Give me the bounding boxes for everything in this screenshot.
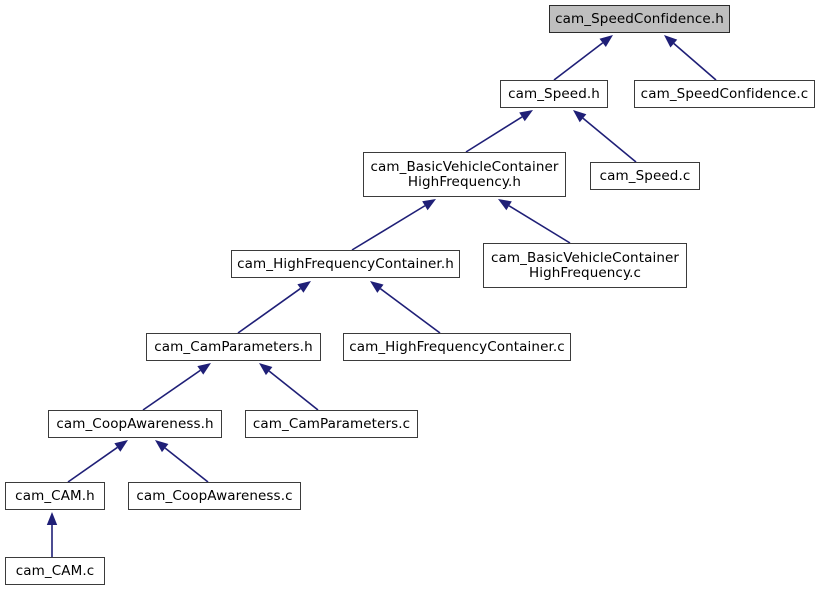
node-coopawareness_h[interactable]: cam_CoopAwareness.h	[48, 410, 222, 438]
arrowhead	[155, 440, 169, 453]
arrowhead	[259, 363, 273, 376]
dependency-edge	[351, 199, 436, 251]
node-speed_h[interactable]: cam_Speed.h	[500, 80, 608, 108]
dependency-edge	[553, 35, 613, 81]
arrowhead	[422, 199, 436, 211]
dependency-edge	[498, 199, 571, 244]
node-hfc_h[interactable]: cam_HighFrequencyContainer.h	[231, 250, 460, 278]
dependency-edge	[465, 110, 533, 153]
dependency-edge	[259, 363, 319, 411]
node-camparameters_c[interactable]: cam_CamParameters.c	[245, 410, 418, 438]
node-speedconfidence_h[interactable]: cam_SpeedConfidence.h	[549, 5, 730, 33]
arrowhead	[664, 35, 678, 48]
dependency-edge	[370, 281, 441, 334]
dependency-edge	[237, 281, 311, 334]
dependency-edge	[155, 440, 209, 483]
node-cam_c[interactable]: cam_CAM.c	[5, 557, 105, 585]
arrowhead	[599, 35, 613, 48]
node-bvchf_h[interactable]: cam_BasicVehicleContainer HighFrequency.…	[363, 152, 566, 197]
dependency-edge	[573, 110, 637, 163]
arrowhead	[297, 281, 311, 293]
node-speed_c[interactable]: cam_Speed.c	[590, 162, 700, 190]
arrowhead	[573, 110, 587, 123]
arrowhead	[519, 110, 533, 122]
node-cam_h[interactable]: cam_CAM.h	[5, 482, 105, 510]
node-speedconfidence_c[interactable]: cam_SpeedConfidence.c	[634, 80, 815, 108]
dependency-edge	[46, 512, 58, 557]
node-coopawareness_c[interactable]: cam_CoopAwareness.c	[128, 482, 301, 510]
node-bvchf_c[interactable]: cam_BasicVehicleContainer HighFrequency.…	[483, 243, 687, 288]
arrowhead	[46, 512, 58, 525]
dependency-edge	[67, 440, 128, 483]
arrowhead	[197, 363, 211, 375]
arrowhead	[498, 199, 512, 211]
dependency-edge	[664, 35, 717, 81]
node-camparameters_h[interactable]: cam_CamParameters.h	[146, 333, 321, 361]
dependency-edge	[142, 363, 211, 411]
node-hfc_c[interactable]: cam_HighFrequencyContainer.c	[343, 333, 571, 361]
arrowhead	[114, 440, 128, 452]
arrowhead	[370, 281, 384, 293]
